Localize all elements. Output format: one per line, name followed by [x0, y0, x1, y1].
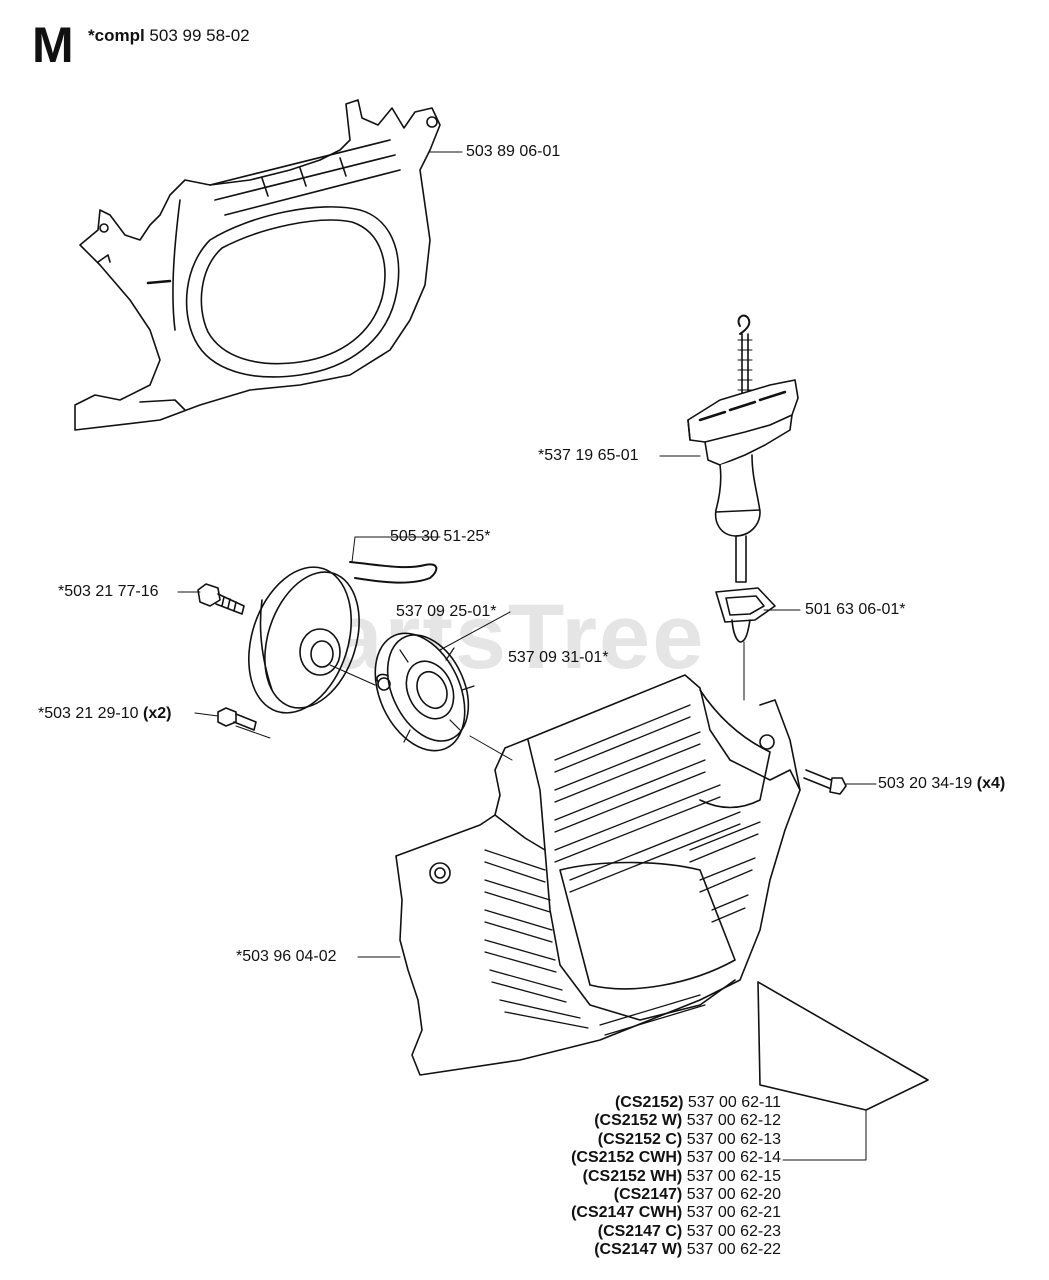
- callout-part-1: 503 89 06-01: [466, 143, 561, 160]
- callout-part-9-qty: (x4): [976, 775, 1006, 792]
- callout-part-2: *537 19 65-01: [538, 447, 639, 464]
- callout-part-6: 501 63 06-01*: [805, 601, 906, 618]
- variant-model: (CS2152 W): [594, 1112, 683, 1130]
- variant-model: (CS2147 CWH): [571, 1204, 683, 1222]
- callout-part-9-number: 503 20 34-19: [878, 775, 973, 792]
- variant-row: (CS2147) 537 00 62-20: [571, 1186, 781, 1204]
- callout-part-8: *503 21 29-10 (x2): [38, 706, 171, 722]
- variant-row: (CS2152 WH) 537 00 62-15: [571, 1168, 781, 1186]
- variant-model: (CS2147 W): [594, 1241, 683, 1259]
- screw-part-3: [803, 769, 847, 795]
- callout-part-3: 505 30 51-25*: [390, 528, 491, 545]
- leader-lines: [177, 151, 877, 1161]
- compl-part-number: 503 99 58-02: [149, 26, 250, 45]
- variant-row: (CS2152 CWH) 537 00 62-14: [571, 1149, 781, 1167]
- starter-cover-part: [395, 674, 801, 1076]
- variant-part: 537 00 62-13: [686, 1130, 781, 1148]
- variant-part: 537 00 62-23: [686, 1222, 781, 1240]
- callout-part-9: 503 20 34-19 (x4): [878, 776, 1005, 792]
- callout-part-7: 537 09 31-01*: [508, 649, 609, 666]
- variant-row: (CS2147 CWH) 537 00 62-21: [571, 1204, 781, 1222]
- spring-cassette-part: [374, 632, 475, 752]
- variant-row: (CS2152 C) 537 00 62-13: [571, 1131, 781, 1149]
- callout-part-4: *503 21 77-16: [58, 583, 159, 600]
- compl-prefix: *compl: [88, 26, 145, 45]
- variant-list: (CS2152) 537 00 62-11 (CS2152 W) 537 00 …: [571, 1094, 781, 1260]
- decal-part: [757, 981, 929, 1111]
- variant-row: (CS2147 W) 537 00 62-22: [571, 1241, 781, 1259]
- section-letter: M: [32, 17, 74, 73]
- screw-part-1: [197, 583, 245, 615]
- housing-bracket-part: [74, 99, 441, 431]
- variant-part: 537 00 62-15: [686, 1167, 781, 1185]
- pulley-part: [248, 561, 438, 714]
- variant-model: (CS2147 C): [597, 1222, 683, 1240]
- variant-row: (CS2147 C) 537 00 62-23: [571, 1223, 781, 1241]
- variant-part: 537 00 62-14: [686, 1149, 781, 1167]
- callout-part-8-qty: (x2): [142, 705, 172, 722]
- screw-part-2: [217, 707, 257, 731]
- variant-row: (CS2152) 537 00 62-11: [571, 1094, 781, 1112]
- callout-part-10: *503 96 04-02: [236, 948, 337, 965]
- compl-label: *compl 503 99 58-02: [88, 26, 250, 46]
- variant-part: 537 00 62-21: [686, 1204, 781, 1222]
- starter-handle-part: [687, 314, 799, 583]
- variant-part: 537 00 62-22: [686, 1241, 781, 1259]
- variant-part: 537 00 62-11: [687, 1094, 781, 1111]
- variant-part: 537 00 62-20: [686, 1186, 781, 1204]
- callout-part-8-number: *503 21 29-10: [38, 705, 139, 722]
- variant-model: (CS2152 C): [597, 1130, 683, 1148]
- variant-part: 537 00 62-12: [686, 1112, 781, 1130]
- rope-guide-part: [715, 587, 776, 643]
- variant-row: (CS2152 W) 537 00 62-12: [571, 1112, 781, 1130]
- callout-part-5: 537 09 25-01*: [396, 603, 497, 620]
- variant-model: (CS2152 WH): [582, 1167, 683, 1185]
- variant-model: (CS2152 CWH): [571, 1149, 683, 1167]
- variant-model: (CS2152): [614, 1094, 684, 1111]
- variant-model: (CS2147): [613, 1186, 683, 1204]
